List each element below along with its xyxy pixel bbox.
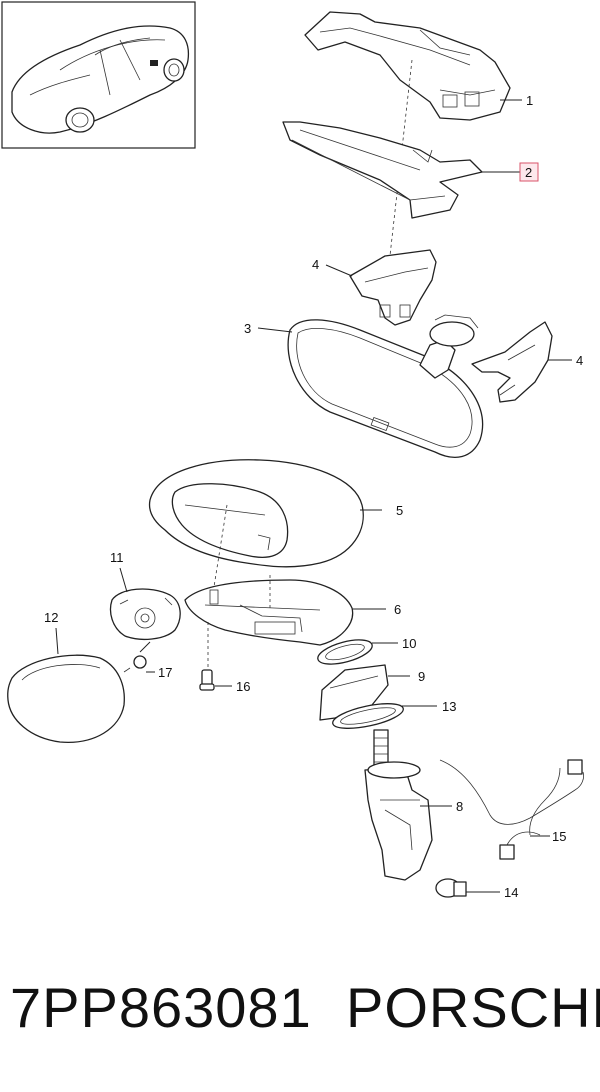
callout-9[interactable]: 9 (418, 669, 425, 684)
part-17-screw (123, 655, 155, 673)
part-2-cover-trim (282, 121, 483, 219)
callout-1[interactable]: 1 (526, 93, 533, 108)
part-5-mirror-housing-cap (148, 459, 364, 568)
part-15-wiring-harness (439, 759, 584, 860)
highlight-box-part-2 (519, 162, 539, 182)
callout-10[interactable]: 10 (402, 636, 416, 651)
callout-6[interactable]: 6 (394, 602, 401, 617)
callout-13[interactable]: 13 (442, 699, 456, 714)
callout-3[interactable]: 3 (244, 321, 251, 336)
part-12-mirror-glass (7, 654, 125, 743)
callout-2[interactable]: 2 (525, 165, 532, 180)
part-3-interior-rearview-mirror (287, 314, 484, 458)
part-4-clip-cover-left (349, 249, 437, 326)
callout-14[interactable]: 14 (504, 885, 518, 900)
callout-11[interactable]: 11 (110, 550, 124, 565)
part-14-bolt (435, 878, 467, 898)
callout-15[interactable]: 15 (552, 829, 566, 844)
part-1-mounting-bracket (304, 11, 511, 121)
callout-4-right[interactable]: 4 (576, 353, 583, 368)
callout-16[interactable]: 16 (236, 679, 250, 694)
vehicle-thumbnail (1, 1, 196, 149)
part-11-adjustment-motor (109, 588, 181, 641)
footer-caption: 7PP863081 PORSCHE (0, 975, 600, 1055)
callout-8[interactable]: 8 (456, 799, 463, 814)
part-6-mirror-base-housing (184, 579, 354, 646)
exploded-parts-diagram: 1 2 4 3 4 5 11 6 12 10 9 17 16 13 8 15 1… (1, 1, 584, 900)
callout-4-top[interactable]: 4 (312, 257, 319, 272)
part-13-o-ring (332, 703, 404, 729)
part-4-clip-cover-right (471, 321, 553, 403)
callout-5[interactable]: 5 (396, 503, 403, 518)
part-number-label: 7PP863081 (10, 976, 312, 1039)
callout-17[interactable]: 17 (158, 665, 172, 680)
part-10-gasket (317, 639, 373, 665)
brand-label: PORSCHE (346, 976, 600, 1039)
part-16-screw (199, 669, 215, 691)
part-9-seal (319, 664, 389, 721)
part-8-mirror-mounting-arm (364, 729, 433, 881)
callout-12[interactable]: 12 (44, 610, 58, 625)
